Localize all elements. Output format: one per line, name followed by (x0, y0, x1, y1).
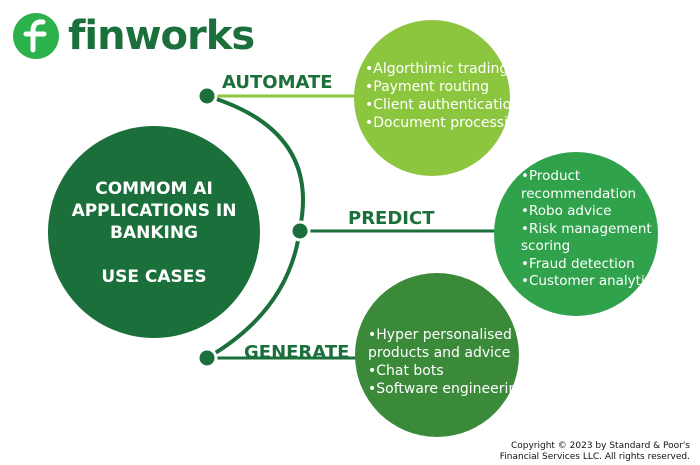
label-predict: PREDICT (348, 208, 435, 229)
predict-list: •Product recommendation •Robo advice •Ri… (521, 168, 659, 291)
center-line-1: COMMOM AI (95, 179, 213, 199)
list-item: •Document processing (365, 115, 526, 131)
finworks-logo-icon (12, 12, 60, 60)
center-line-2: APPLICATIONS IN (71, 201, 237, 221)
center-line-4: USE CASES (101, 267, 207, 287)
list-item: •Payment routing (365, 79, 490, 95)
copyright-line-1: Copyright © 2023 by Standard & Poor's (510, 441, 690, 451)
predict-circle (494, 152, 658, 316)
center-circle (48, 126, 260, 338)
node-automate (196, 85, 218, 107)
center-line-3: BANKING (109, 223, 199, 243)
brand-name: finworks (68, 13, 255, 59)
list-item: scoring (521, 238, 571, 254)
copyright-line-2: Financial Services LLC. All rights reser… (499, 452, 690, 462)
center-title: COMMOM AI APPLICATIONS IN BANKING USE CA… (58, 178, 250, 288)
label-generate: GENERATE (244, 342, 350, 363)
list-item: recommendation (521, 185, 637, 202)
list-item: •Robo advice (521, 203, 612, 219)
automate-list: •Algorthimic trading •Payment routing •C… (365, 60, 526, 132)
list-item: •Client authentication (365, 97, 521, 113)
automate-circle (354, 20, 510, 176)
list-item: •Algorthimic trading (365, 61, 509, 77)
node-generate (196, 347, 218, 369)
list-item: •Fraud detection (521, 255, 635, 272)
label-automate: AUTOMATE (222, 72, 333, 93)
list-item: •Customer analytics (521, 273, 660, 289)
node-predict (289, 220, 311, 242)
list-item: •Software engineering (368, 381, 527, 397)
list-item: products and advice (368, 345, 511, 361)
list-item: •Hyper personalised (368, 327, 512, 343)
list-item: •Product (521, 168, 581, 184)
generate-list: •Hyper personalised products and advice … (368, 326, 526, 398)
copyright-notice: Copyright © 2023 by Standard & Poor's Fi… (500, 441, 690, 463)
list-item: •Chat bots (368, 363, 444, 379)
list-item: •Risk management (521, 220, 652, 237)
generate-circle (355, 273, 519, 437)
